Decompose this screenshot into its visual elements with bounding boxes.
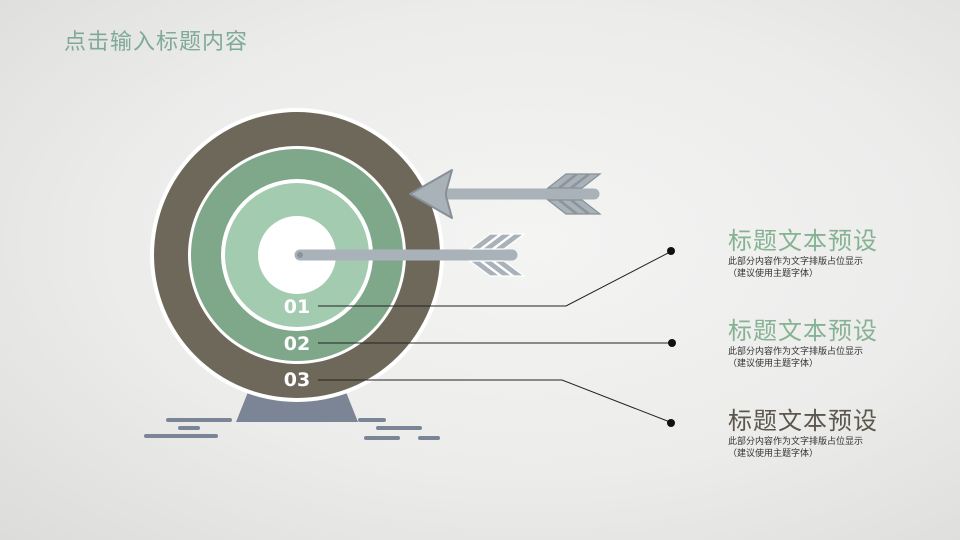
target-stand [236,392,358,422]
text-block-title: 标题文本预设 [728,317,878,345]
ring-number-01: 01 [283,296,311,318]
text-block-3: 标题文本预设 此部分内容作为文字排版占位显示 （建议使用主题字体） [728,407,928,460]
ground-lines [144,418,440,440]
text-block-desc: 此部分内容作为文字排版占位显示 （建议使用主题字体） [728,346,928,370]
flying-arrow [409,169,602,219]
desc-line: 此部分内容作为文字排版占位显示 [728,437,864,447]
connector-dot-1 [667,247,675,255]
connector-dot-2 [668,339,676,347]
connector-lines [318,251,672,423]
text-block-2: 标题文本预设 此部分内容作为文字排版占位显示 （建议使用主题字体） [728,317,928,370]
connector-dot-3 [667,419,675,427]
desc-line: 此部分内容作为文字排版占位显示 [728,347,864,357]
text-block-title: 标题文本预设 [728,407,878,435]
text-block-desc: 此部分内容作为文字排版占位显示 （建议使用主题字体） [728,256,928,280]
desc-line: 此部分内容作为文字排版占位显示 [728,257,864,267]
arrow-in-target [294,233,526,277]
text-block-title: 标题文本预设 [728,227,878,255]
page-title: 点击输入标题内容 [64,30,249,55]
ring-number-03: 03 [283,369,311,391]
text-block-1: 标题文本预设 此部分内容作为文字排版占位显示 （建议使用主题字体） [728,227,928,280]
desc-line: （建议使用主题字体） [728,269,819,279]
desc-line: （建议使用主题字体） [728,359,819,369]
ring-number-02: 02 [283,333,311,355]
desc-line: （建议使用主题字体） [728,449,819,459]
text-block-desc: 此部分内容作为文字排版占位显示 （建议使用主题字体） [728,436,928,460]
